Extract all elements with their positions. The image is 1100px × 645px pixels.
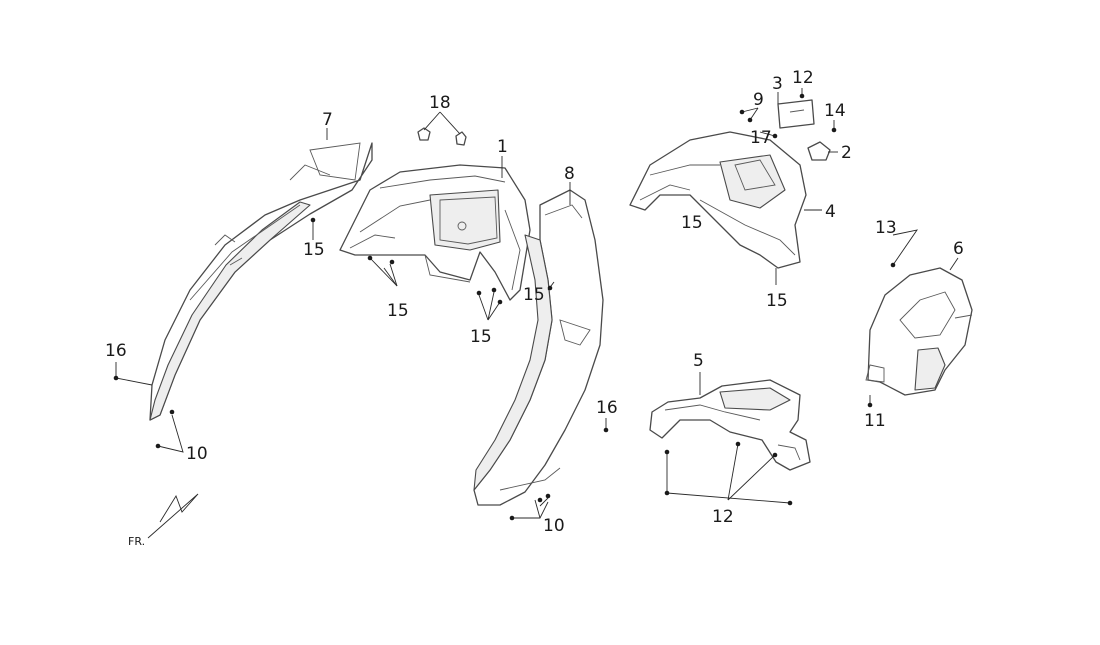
callout-16-right: 16: [596, 398, 618, 418]
direction-label: FR.: [128, 535, 145, 548]
part-lower-bracket: [649, 379, 811, 471]
callout-15-center-left: 15: [387, 301, 409, 321]
callout-8: 8: [564, 164, 575, 184]
callout-15-center: 15: [470, 327, 492, 347]
callout-1: 1: [497, 137, 508, 157]
callout-9: 9: [753, 90, 764, 110]
callout-18: 18: [429, 93, 451, 113]
callout-15-left: 15: [303, 240, 325, 260]
part-left-side-cover: [149, 142, 373, 421]
part-bracket-small: [807, 141, 831, 161]
callout-11: 11: [864, 411, 886, 431]
callout-13: 13: [875, 218, 897, 238]
callout-4: 4: [825, 202, 836, 222]
callout-14: 14: [824, 101, 846, 121]
callout-17: 17: [750, 128, 772, 148]
part-rear-center-frame: [339, 164, 531, 301]
callout-3: 3: [772, 74, 783, 94]
part-clip-set: [417, 127, 467, 146]
callout-6: 6: [953, 239, 964, 259]
callout-7: 7: [322, 110, 333, 130]
callout-15-fender-left: 15: [681, 213, 703, 233]
part-right-side-cover: [473, 189, 604, 506]
callout-12-bottom: 12: [712, 507, 734, 527]
callout-15-right: 15: [523, 285, 545, 305]
callout-2: 2: [841, 143, 852, 163]
callout-10-left: 10: [186, 444, 208, 464]
callout-10-right: 10: [543, 516, 565, 536]
callout-labels: 18 7 1 8 3 12 9 14 17 2 4 15 15 15 15 15…: [105, 68, 964, 536]
callout-16-left: 16: [105, 341, 127, 361]
front-direction-arrow: FR.: [128, 493, 199, 548]
leader-lines: [115, 88, 959, 519]
fastener-dots: [113, 93, 896, 521]
callout-15-fender-bottom: 15: [766, 291, 788, 311]
part-reflector-plate: [777, 99, 815, 129]
callout-12-top: 12: [792, 68, 814, 88]
part-rear-mudguard: [865, 267, 973, 396]
callout-5: 5: [693, 351, 704, 371]
part-rear-inner-fender: [629, 131, 807, 269]
